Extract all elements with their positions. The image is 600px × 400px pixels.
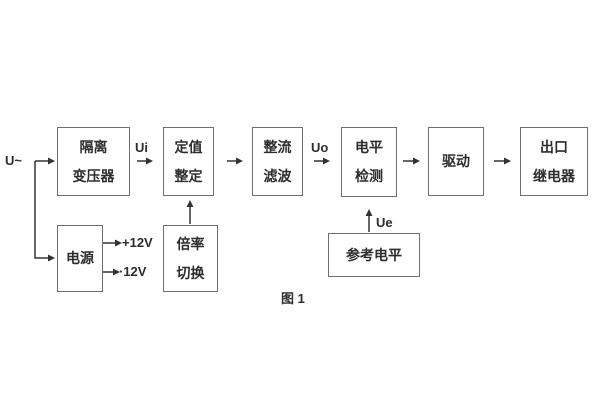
block-ratio-switch: 倍率 切换 (163, 225, 218, 292)
block-isolation-transformer: 隔离 变压器 (57, 127, 130, 196)
block-power-supply: 电源 (57, 225, 103, 292)
arrow-drive-to-relay (494, 157, 511, 165)
arrow-setting-to-rectifier (227, 157, 243, 165)
label-ui: Ui (135, 140, 148, 155)
label-plus12v: +12V (122, 235, 153, 250)
block-setting-adjust: 定值 整定 (163, 127, 214, 196)
block-label-line: 检测 (355, 168, 383, 184)
block-label-line: 切换 (176, 264, 205, 281)
block-label-line: 滤波 (263, 167, 292, 184)
block-output-relay: 出口 继电器 (520, 127, 588, 196)
block-label-line: 变压器 (72, 167, 115, 184)
block-label-line: 倍率 (176, 235, 205, 252)
label-minus12v: ·12V (119, 264, 147, 279)
label-uo: Uo (311, 140, 329, 155)
block-label-line: 出口 (540, 138, 568, 155)
block-label-line: 定值 (174, 138, 203, 155)
input-branch-line (34, 157, 55, 262)
arrow-ui (137, 157, 153, 165)
block-label-line: 电平 (355, 139, 383, 155)
label-u-input: U~ (5, 153, 22, 168)
block-label-line: 电源 (66, 250, 94, 266)
block-rectifier-filter: 整流 滤波 (252, 127, 303, 196)
block-level-detect: 电平 检测 (341, 127, 397, 197)
block-label-line: 整流 (263, 138, 292, 155)
arrow-minus12v (103, 268, 120, 276)
block-label-line: 参考电平 (346, 246, 402, 263)
block-label-line: 继电器 (533, 167, 575, 184)
block-drive: 驱动 (428, 127, 484, 196)
block-reference-level: 参考电平 (328, 233, 420, 277)
arrow-ratio-to-setting (186, 200, 194, 224)
figure-caption: 图 1 (281, 291, 305, 306)
block-label-line: 隔离 (79, 138, 108, 155)
arrow-ue (365, 209, 373, 232)
arrow-plus12v (103, 239, 122, 247)
label-ue: Ue (376, 215, 393, 230)
arrow-level-to-drive (403, 157, 420, 165)
block-label-line: 驱动 (442, 153, 470, 169)
arrow-uo (314, 157, 330, 165)
block-label-line: 整定 (174, 167, 203, 184)
